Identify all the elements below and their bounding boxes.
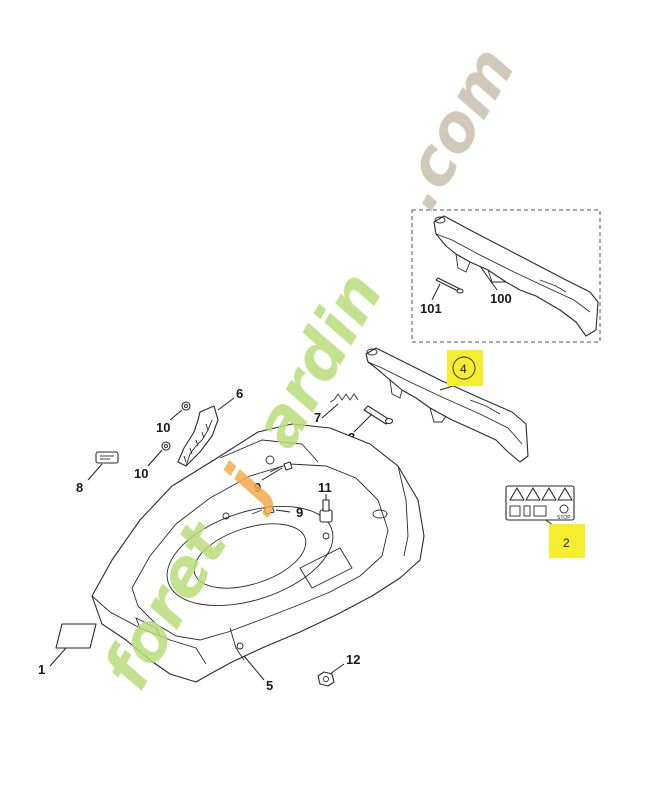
nut-12 xyxy=(317,671,335,687)
handle-bracket-4 xyxy=(365,347,529,463)
spring-7 xyxy=(329,393,359,403)
callout-10-lower: 10 xyxy=(134,466,148,481)
callout-11: 11 xyxy=(318,480,332,495)
callout-5: 5 xyxy=(266,678,273,693)
screw-9-lower xyxy=(251,505,275,515)
callout-9-lower: 9 xyxy=(296,505,303,520)
pin-3 xyxy=(363,405,394,425)
callout-8: 8 xyxy=(76,480,83,495)
callout-101: 101 xyxy=(420,301,442,316)
highlight-box-2 xyxy=(549,524,585,558)
bracket-6 xyxy=(177,405,219,467)
watermark-com: .com xyxy=(380,35,531,222)
callout-10-upper: 10 xyxy=(156,420,170,435)
bracket-assembly-100 xyxy=(433,215,599,337)
screw-9-upper xyxy=(269,461,293,473)
bolt-11 xyxy=(319,499,333,523)
callout-1: 1 xyxy=(38,662,45,677)
callout-100: 100 xyxy=(490,291,512,306)
callout-12: 12 xyxy=(346,652,360,667)
label-8 xyxy=(95,451,119,464)
sub-assembly-dashed-box xyxy=(411,209,601,343)
callout-2: 2 xyxy=(563,536,570,550)
warning-label-2: STOP xyxy=(505,485,575,521)
warning-label-stop-text: STOP xyxy=(557,515,571,521)
mower-deck-5 xyxy=(91,423,425,683)
nut-10-lower xyxy=(161,441,171,451)
callout-9-upper: 9 xyxy=(254,480,261,495)
nut-10-upper xyxy=(181,401,191,411)
callout-6: 6 xyxy=(236,386,243,401)
pin-101 xyxy=(435,277,464,294)
callout-4: 4 xyxy=(460,362,467,376)
plate-1 xyxy=(55,623,97,649)
callout-7: 7 xyxy=(314,410,321,425)
